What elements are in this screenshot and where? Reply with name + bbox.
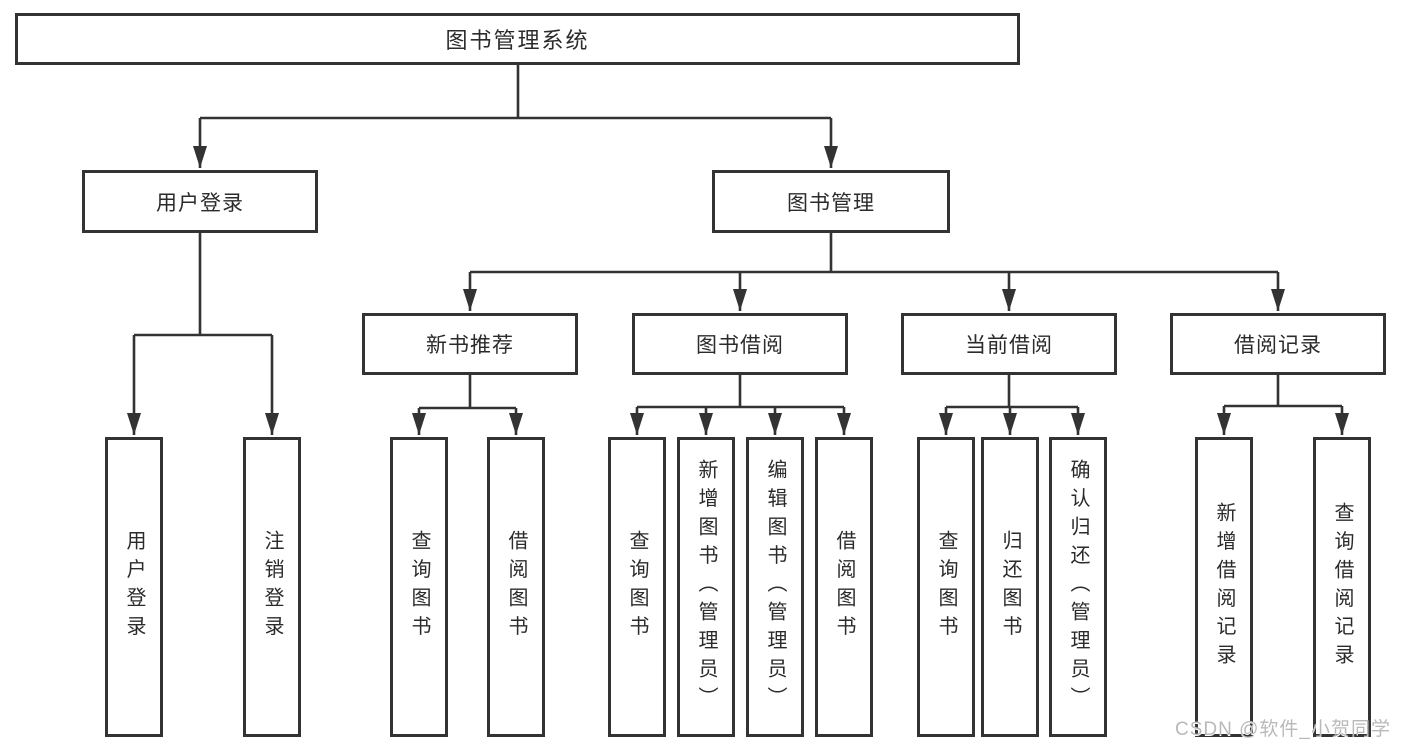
- leaf-record-query-label: 查询借阅记录: [1331, 501, 1353, 673]
- node-user-login-group: 用户登录: [82, 170, 318, 233]
- connector-borrow-stem: [637, 375, 844, 409]
- connector-root-stem: [200, 64, 831, 120]
- node-borrow-record: 借阅记录: [1170, 313, 1386, 375]
- leaf-user-login: 用户登录: [105, 437, 163, 737]
- connector-newbook-stem: [419, 375, 516, 410]
- csdn-watermark: CSDN @软件_小贺同学: [1175, 719, 1391, 740]
- connector-current-stem: [946, 375, 1078, 409]
- leaf-logout: 注销登录: [243, 437, 301, 737]
- leaf-user-login-label: 用户登录: [123, 530, 145, 644]
- leaf-borrow-borrow-book-label: 借阅图书: [833, 530, 855, 644]
- connector-login-stem: [134, 233, 272, 337]
- leaf-record-query: 查询借阅记录: [1313, 437, 1371, 737]
- leaf-record-add: 新增借阅记录: [1195, 437, 1253, 737]
- node-book-borrow: 图书借阅: [632, 313, 848, 375]
- leaf-current-return-book: 归还图书: [981, 437, 1039, 737]
- leaf-borrow-borrow-book: 借阅图书: [815, 437, 873, 737]
- leaf-borrow-edit-book: 编辑图书（管理员）: [746, 437, 804, 737]
- leaf-borrow-edit-book-label: 编辑图书（管理员）: [764, 459, 786, 715]
- node-book-mgmt-group: 图书管理: [712, 170, 950, 233]
- leaf-borrow-query-book: 查询图书: [608, 437, 666, 737]
- leaf-current-return-book-label: 归还图书: [999, 530, 1021, 644]
- connector-mgmt-stem: [470, 233, 1278, 274]
- leaf-current-confirm-return: 确认归还（管理员）: [1049, 437, 1107, 737]
- leaf-borrow-add-book-label: 新增图书（管理员）: [695, 459, 717, 715]
- leaf-newbook-query-book: 查询图书: [390, 437, 448, 737]
- leaf-borrow-query-book-label: 查询图书: [626, 530, 648, 644]
- leaf-borrow-add-book: 新增图书（管理员）: [677, 437, 735, 737]
- node-root-title: 图书管理系统: [15, 13, 1020, 65]
- leaf-newbook-borrow-book-label: 借阅图书: [505, 530, 527, 644]
- node-current-borrow: 当前借阅: [901, 313, 1117, 375]
- leaf-record-add-label: 新增借阅记录: [1213, 501, 1235, 673]
- leaf-logout-label: 注销登录: [261, 530, 283, 644]
- leaf-current-query-book: 查询图书: [917, 437, 975, 737]
- leaf-current-query-book-label: 查询图书: [935, 530, 957, 644]
- leaf-newbook-borrow-book: 借阅图书: [487, 437, 545, 737]
- leaf-current-confirm-return-label: 确认归还（管理员）: [1067, 459, 1089, 715]
- node-new-book: 新书推荐: [362, 313, 578, 375]
- connector-record-stem: [1224, 375, 1342, 408]
- leaf-newbook-query-book-label: 查询图书: [408, 530, 430, 644]
